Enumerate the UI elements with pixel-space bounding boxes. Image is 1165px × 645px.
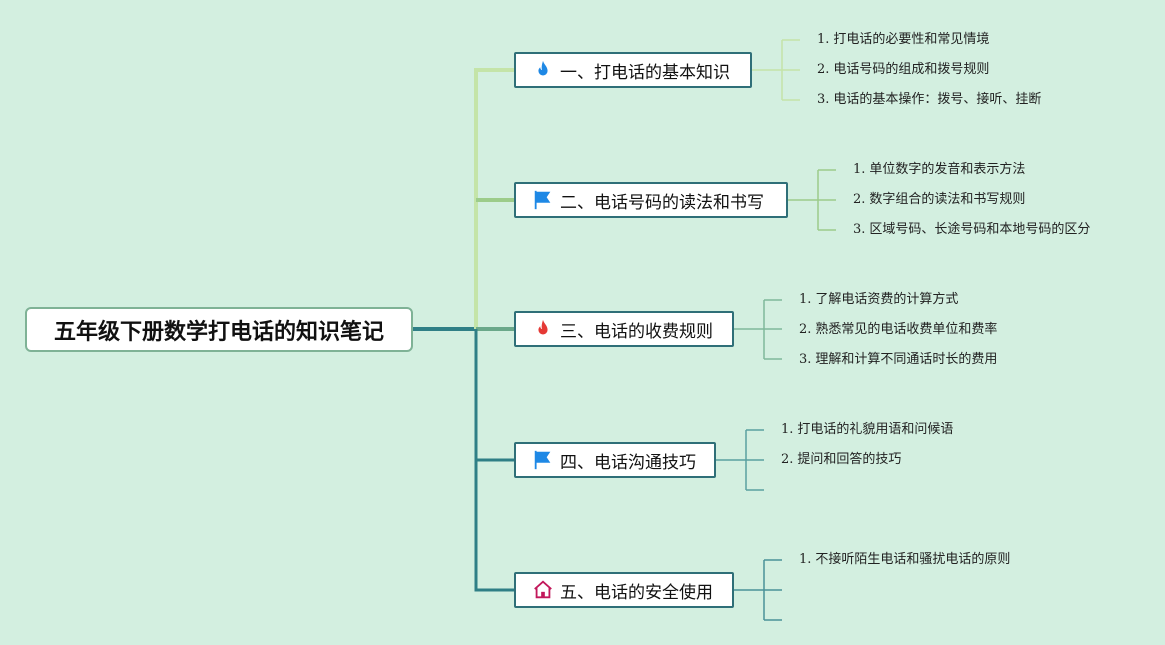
leaf-3-1[interactable]: 1.了解电话资费的计算方式 xyxy=(799,292,959,307)
branch-label-1: 一、打电话的基本知识 xyxy=(560,62,730,83)
branch-label-4: 四、电话沟通技巧 xyxy=(560,452,696,473)
fire-icon xyxy=(532,59,554,81)
root-node[interactable]: 五年级下册数学打电话的知识笔记 xyxy=(25,307,413,352)
leaf-1-3[interactable]: 3.电话的基本操作：拨号、接听、挂断 xyxy=(817,92,1042,107)
branch-node-1[interactable]: 一、打电话的基本知识 xyxy=(514,52,752,88)
leaf-1-1[interactable]: 1.打电话的必要性和常见情境 xyxy=(817,32,990,47)
leaf-2-3[interactable]: 3.区域号码、长途号码和本地号码的区分 xyxy=(853,222,1091,237)
home-icon xyxy=(532,579,554,601)
leaf-4-1[interactable]: 1.打电话的礼貌用语和问候语 xyxy=(781,422,954,437)
leaf-3-3[interactable]: 3.理解和计算不同通话时长的费用 xyxy=(799,352,998,367)
leaf-4-2[interactable]: 2.提问和回答的技巧 xyxy=(781,452,902,467)
branch-node-5[interactable]: 五、电话的安全使用 xyxy=(514,572,734,608)
leaf-2-2[interactable]: 2.数字组合的读法和书写规则 xyxy=(853,192,1026,207)
branch-label-3: 三、电话的收费规则 xyxy=(560,321,713,342)
flag-icon xyxy=(532,189,554,211)
branch-node-4[interactable]: 四、电话沟通技巧 xyxy=(514,442,716,478)
fire-icon xyxy=(532,318,554,340)
leaf-5-1[interactable]: 1.不接听陌生电话和骚扰电话的原则 xyxy=(799,552,1011,567)
branch-label-2: 二、电话号码的读法和书写 xyxy=(560,192,764,213)
branch-label-5: 五、电话的安全使用 xyxy=(560,582,713,603)
flag-icon xyxy=(532,449,554,471)
leaf-2-1[interactable]: 1.单位数字的发音和表示方法 xyxy=(853,162,1026,177)
branch-node-3[interactable]: 三、电话的收费规则 xyxy=(514,311,734,347)
leaf-3-2[interactable]: 2.熟悉常见的电话收费单位和费率 xyxy=(799,322,998,337)
branch-node-2[interactable]: 二、电话号码的读法和书写 xyxy=(514,182,788,218)
root-title: 五年级下册数学打电话的知识笔记 xyxy=(53,319,384,345)
leaf-1-2[interactable]: 2.电话号码的组成和拨号规则 xyxy=(817,62,990,77)
